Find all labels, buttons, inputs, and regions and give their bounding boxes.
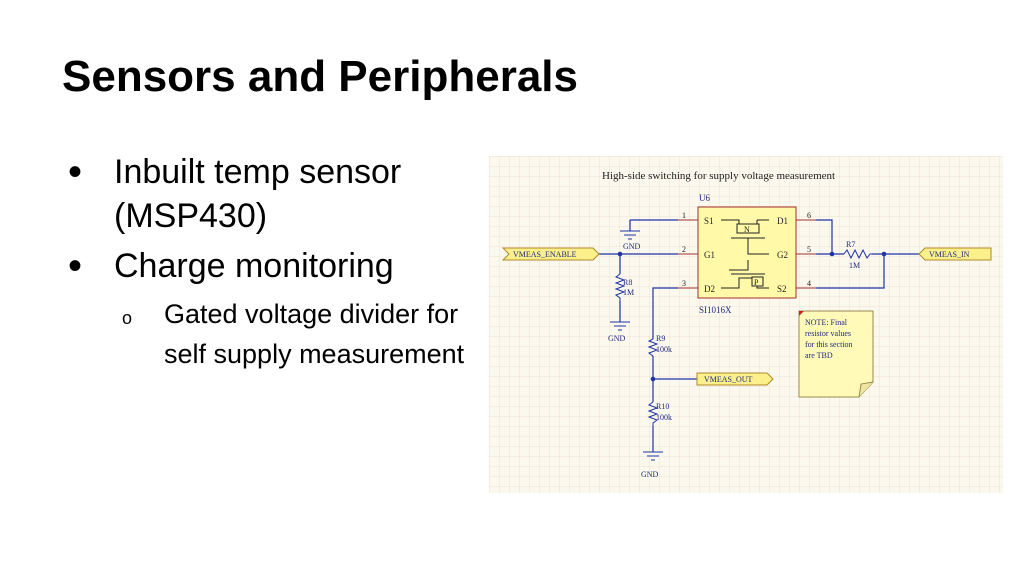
junction-vin — [881, 251, 887, 257]
r8-ref: R8 — [623, 278, 632, 287]
ic-u6-body — [697, 206, 797, 299]
wire-s2-node — [816, 254, 885, 289]
note-fold-icon — [858, 381, 874, 398]
ic-ref-label: U6 — [699, 193, 710, 203]
r7-value: 1M — [849, 261, 860, 270]
bullet-text: Charge monitoring — [114, 247, 394, 285]
resistor-r8-symbol — [614, 273, 626, 301]
note-line-1: NOTE: Final — [805, 318, 848, 327]
sub-bullet-voltage-divider: o Gated voltage divider for self supply … — [68, 294, 498, 374]
resistor-r7-symbol — [843, 248, 873, 260]
port-vmeas-enable-label: VMEAS_ENABLE — [513, 250, 577, 259]
ic-pin-num-3: 3 — [682, 279, 686, 288]
bullet-dot-icon: • — [68, 150, 83, 194]
port-vmeas-enable — [501, 247, 600, 261]
resistor-r10-symbol — [647, 401, 659, 426]
ic-pin-num-4: 4 — [807, 279, 811, 288]
p-fet-label: P — [754, 278, 759, 287]
r7-ref: R7 — [846, 240, 855, 249]
schematic-title: High-side switching for supply voltage m… — [602, 170, 835, 182]
gnd-label-r10: GND — [641, 470, 659, 479]
ic-pin-num-5: 5 — [807, 245, 811, 254]
gnd-symbol-top-icon — [620, 230, 640, 240]
note-line-4: are TBD — [805, 351, 833, 360]
note-line-3: for this section — [805, 340, 853, 349]
junction-enable — [617, 251, 623, 257]
junction-vout — [650, 376, 656, 382]
ic-part-label: SI1016X — [699, 305, 732, 315]
port-vmeas-in-label: VMEAS_IN — [929, 250, 970, 259]
ic-pin-name-g1: G1 — [704, 250, 715, 260]
junction-g2 — [829, 251, 835, 257]
ic-pin-num-1: 1 — [682, 211, 686, 220]
resistor-r9-symbol — [647, 338, 659, 357]
bullet-dot-icon: • — [68, 244, 83, 288]
port-vmeas-in — [918, 247, 992, 261]
bullet-temp-sensor: • Inbuilt temp sensor (MSP430) — [68, 150, 498, 238]
gnd-label-top: GND — [623, 242, 641, 251]
gnd-symbol-r8-icon — [610, 321, 630, 331]
ic-pin-name-s2: S2 — [777, 284, 787, 294]
n-fet-label: N — [744, 225, 750, 234]
r10-value: 100k — [656, 413, 672, 422]
wire-d1-node — [816, 219, 833, 254]
schematic-svg: High-side switching for supply voltage m… — [489, 156, 1003, 493]
r10-ref: R10 — [656, 402, 669, 411]
wire-d2-r9 — [652, 287, 678, 339]
ic-pin-name-s1: S1 — [704, 216, 714, 226]
port-vmeas-out-label: VMEAS_OUT — [704, 375, 753, 384]
schematic-image: High-side switching for supply voltage m… — [489, 156, 1003, 493]
bullet-list: • Inbuilt temp sensor (MSP430) • Charge … — [68, 150, 498, 374]
ic-pin-num-2: 2 — [682, 245, 686, 254]
ic-pin-num-6: 6 — [807, 211, 811, 220]
port-vmeas-out — [696, 372, 774, 386]
slide-title: Sensors and Peripherals — [62, 52, 578, 101]
r9-ref: R9 — [656, 334, 665, 343]
bullet-text: Inbuilt temp sensor (MSP430) — [114, 153, 402, 235]
sub-bullet-ring-icon: o — [122, 308, 133, 328]
gnd-symbol-r10-icon — [643, 451, 663, 461]
note-line-2: resistor values — [805, 329, 851, 338]
n-fet-symbol — [721, 219, 769, 255]
gnd-label-r8: GND — [608, 334, 626, 343]
r8-value: 1M — [623, 288, 634, 297]
bullet-charge-monitoring: • Charge monitoring — [68, 244, 498, 288]
note-marker-icon — [799, 311, 804, 316]
ic-pin-name-g2: G2 — [777, 250, 788, 260]
ic-pin-name-d2: D2 — [704, 284, 715, 294]
r9-value: 100k — [656, 345, 672, 354]
p-fet-symbol — [721, 260, 769, 289]
ic-pin-name-d1: D1 — [777, 216, 788, 226]
ic-pin-stubs — [678, 219, 816, 289]
sub-bullet-text: Gated voltage divider for self supply me… — [164, 299, 465, 369]
